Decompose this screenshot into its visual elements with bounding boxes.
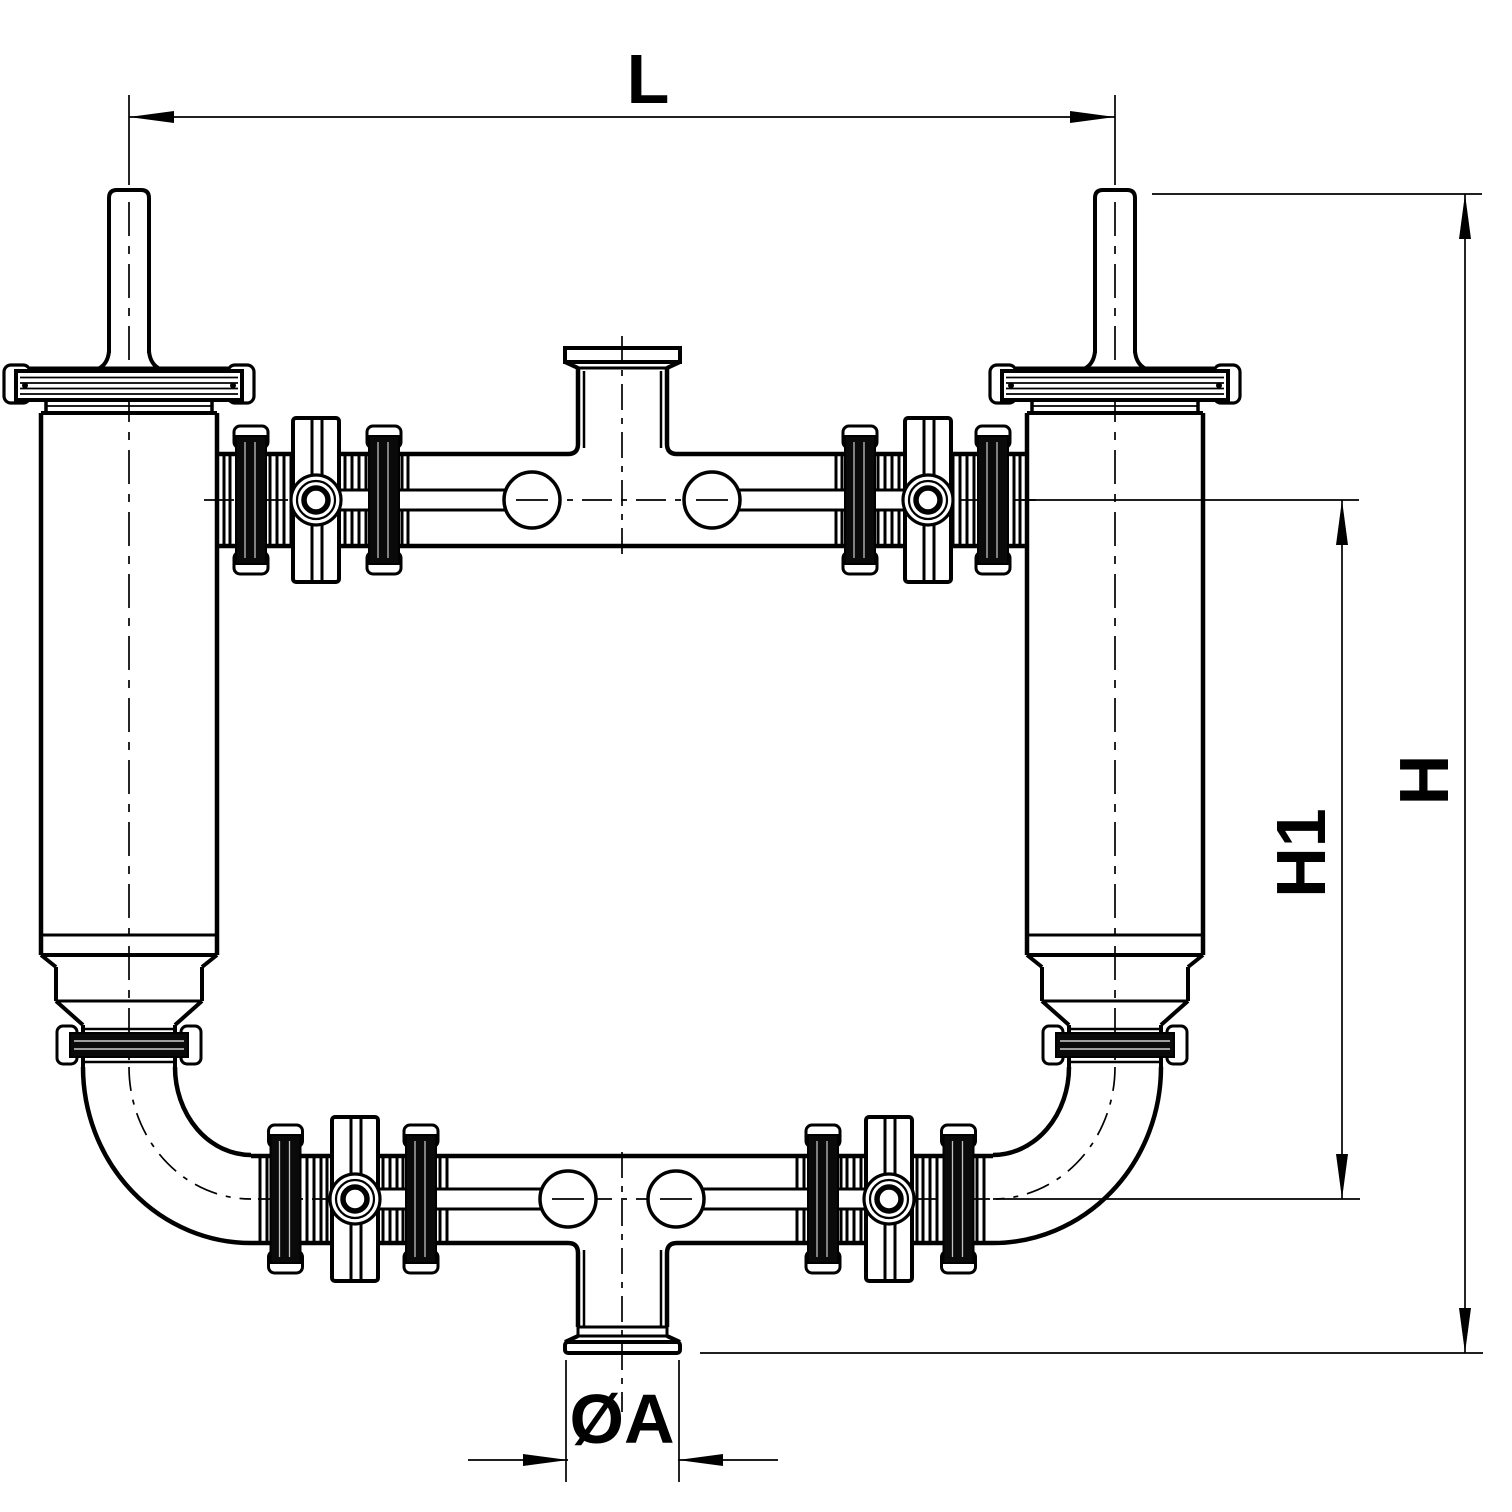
top-manifold — [204, 336, 1036, 582]
clamp-bottom-2 — [402, 1123, 440, 1275]
clamp-bottom-4 — [940, 1123, 977, 1275]
valve-handle-top-left — [314, 488, 508, 512]
clamp-top-4 — [974, 424, 1012, 576]
top-port — [563, 336, 682, 560]
arrowhead-right-icon — [1070, 111, 1115, 123]
butterfly-valve-bottom-right — [864, 1117, 914, 1281]
bottom-port — [563, 1152, 682, 1412]
butterfly-valve-top-left — [291, 418, 341, 582]
arrowhead-up-icon — [1336, 500, 1348, 545]
clamp-bottom-1 — [267, 1123, 304, 1275]
clamp-bottom-3 — [804, 1123, 842, 1275]
arrowhead-right-icon — [523, 1454, 568, 1466]
vessel-left — [4, 190, 254, 1243]
arrowhead-up-icon — [1459, 194, 1471, 239]
vessel-right — [990, 190, 1240, 1243]
butterfly-valve-bottom-left — [330, 1117, 380, 1281]
dimension-H1: H1 — [996, 499, 1360, 1200]
dim-label-H1: H1 — [1262, 808, 1340, 897]
dim-label-L: L — [627, 40, 670, 118]
dimension-L: L — [128, 40, 1116, 185]
dimension-H: H — [700, 193, 1483, 1354]
arrowhead-left-icon — [678, 1454, 723, 1466]
clamp-top-1 — [232, 424, 270, 576]
arrowhead-left-icon — [129, 111, 174, 123]
arrowhead-down-icon — [1459, 1308, 1471, 1353]
clamp-top-2 — [365, 424, 403, 576]
dimension-OA: ØA — [468, 1360, 778, 1482]
butterfly-valve-top-right — [903, 418, 953, 582]
valve-handle-bottom-left — [353, 1187, 547, 1211]
dim-label-H: H — [1385, 755, 1463, 806]
dim-label-OA: ØA — [570, 1380, 675, 1458]
arrowhead-down-icon — [1336, 1154, 1348, 1199]
bottom-manifold — [251, 1117, 996, 1412]
valve-handle-bottom-right — [697, 1187, 891, 1211]
valve-handle-top-right — [736, 488, 930, 512]
clamp-top-3 — [841, 424, 879, 576]
